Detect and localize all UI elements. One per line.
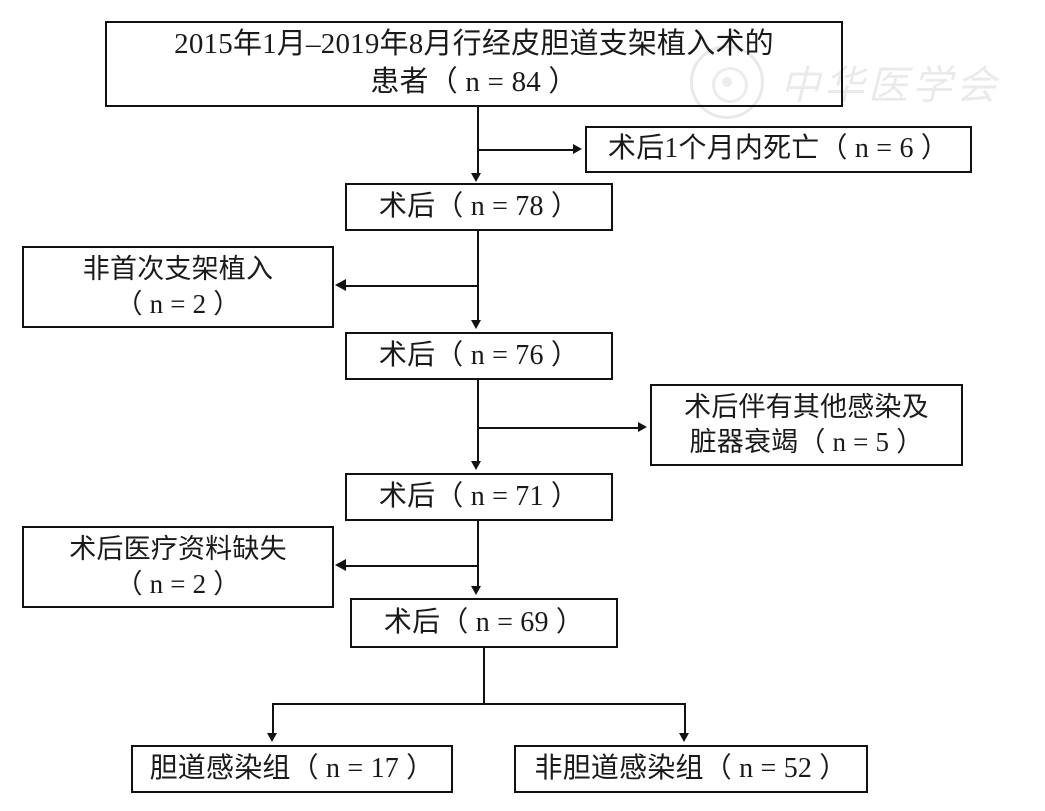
connector-post78-exclusion-death <box>478 149 574 151</box>
connector-post78-exclusion-nonfirst <box>346 285 478 287</box>
node-exclusion-otherinfection-label: 术后伴有其他感染及 脏器衰竭（ n = 5 ） <box>684 391 929 457</box>
arrowhead-group-noninfection <box>679 733 689 742</box>
arrowhead-exclusion-nonfirst <box>335 279 346 291</box>
connector-post76-exclusion-otherinfection <box>478 427 639 429</box>
arrowhead-post76-to-post71 <box>471 461 481 470</box>
connector-cohort-to-post78 <box>477 107 479 175</box>
arrowhead-exclusion-death <box>573 144 582 154</box>
node-exclusion-death: 术后1个月内死亡（ n = 6 ） <box>585 126 972 173</box>
connector-post71-exclusion-missingdata <box>346 565 478 567</box>
node-exclusion-nonfirst: 非首次支架植入 （ n = 2 ） <box>22 246 334 328</box>
node-group-noninfection-label: 非胆道感染组（ n = 52 ） <box>534 752 848 784</box>
node-post-78-label: 术后（ n = 78 ） <box>378 190 580 222</box>
connector-split-bar <box>272 703 685 705</box>
arrowhead-exclusion-missingdata <box>335 559 346 571</box>
arrowhead-post78-to-post76 <box>471 320 481 329</box>
node-post-69: 术后（ n = 69 ） <box>350 598 618 648</box>
node-exclusion-nonfirst-label: 非首次支架植入 （ n = 2 ） <box>82 253 274 319</box>
node-post-76-label: 术后（ n = 76 ） <box>378 339 580 371</box>
arrowhead-group-infection <box>267 733 277 742</box>
node-group-infection-label: 胆道感染组（ n = 17 ） <box>149 752 435 784</box>
node-post-76: 术后（ n = 76 ） <box>345 332 613 380</box>
connector-split-right-leg <box>684 703 686 735</box>
node-group-noninfection: 非胆道感染组（ n = 52 ） <box>514 745 868 793</box>
connector-post76-to-post71 <box>477 380 479 463</box>
node-exclusion-death-label: 术后1个月内死亡（ n = 6 ） <box>607 133 950 165</box>
node-post-69-label: 术后（ n = 69 ） <box>383 606 585 638</box>
arrowhead-exclusion-otherinfection <box>638 422 647 432</box>
connector-post71-to-post69 <box>477 521 479 588</box>
node-post-78: 术后（ n = 78 ） <box>345 183 613 231</box>
node-post-71: 术后（ n = 71 ） <box>345 473 613 521</box>
arrowhead-cohort-to-post78 <box>471 173 481 182</box>
node-exclusion-missingdata-label: 术后医疗资料缺失 （ n = 2 ） <box>69 533 287 599</box>
connector-split-left-leg <box>272 703 274 735</box>
node-exclusion-otherinfection: 术后伴有其他感染及 脏器衰竭（ n = 5 ） <box>650 384 963 466</box>
node-cohort: 2015年1月–2019年8月行经皮胆道支架植入术的 患者（ n = 84 ） <box>105 21 843 107</box>
node-exclusion-missingdata: 术后医疗资料缺失 （ n = 2 ） <box>22 526 334 608</box>
node-cohort-label: 2015年1月–2019年8月行经皮胆道支架植入术的 患者（ n = 84 ） <box>174 28 774 98</box>
node-group-infection: 胆道感染组（ n = 17 ） <box>131 745 453 793</box>
connector-post78-to-post76 <box>477 231 479 322</box>
arrowhead-post71-to-post69 <box>471 586 481 595</box>
node-post-71-label: 术后（ n = 71 ） <box>378 480 580 512</box>
connector-post69-trunk <box>483 648 485 704</box>
